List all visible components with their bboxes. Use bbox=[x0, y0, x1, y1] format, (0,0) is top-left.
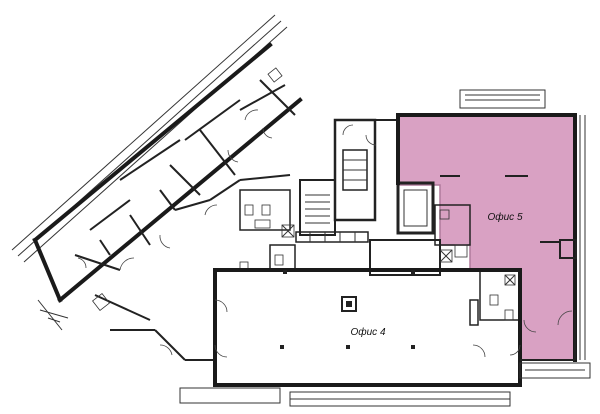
office-4-label[interactable]: Офис 4 bbox=[350, 326, 385, 338]
lift-core bbox=[369, 181, 441, 276]
stair-core-center bbox=[333, 118, 398, 222]
diagonal-wing bbox=[11, 14, 303, 361]
diagonal-wing-interior bbox=[77, 67, 291, 356]
office-5-label[interactable]: Офис 5 bbox=[487, 211, 522, 223]
office-4-walls bbox=[213, 268, 522, 387]
office-5-area[interactable] bbox=[397, 114, 576, 361]
terraces bbox=[179, 89, 591, 407]
office-5-walls bbox=[396, 113, 577, 362]
